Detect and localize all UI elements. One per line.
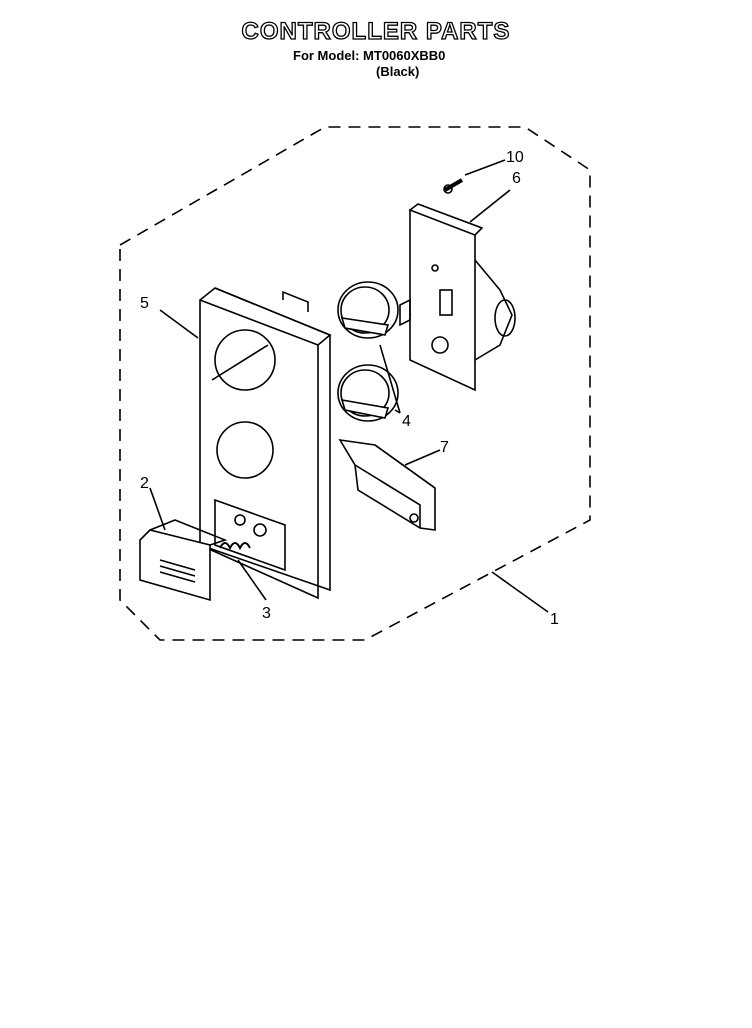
- spring-part: [219, 542, 251, 551]
- callout-4: 4: [402, 413, 411, 430]
- callout-3: 3: [262, 605, 271, 622]
- knob-part: [337, 364, 399, 422]
- callout-10: 10: [506, 149, 524, 166]
- callout-2: 2: [140, 475, 149, 492]
- page-title: CONTROLLER PARTS: [241, 17, 511, 45]
- callout-7: 7: [440, 439, 449, 456]
- callout-5: 5: [140, 295, 149, 312]
- knob-part: [337, 281, 399, 339]
- bracket-part: [338, 438, 436, 531]
- leader-lines: [149, 159, 549, 613]
- model-line: For Model: MT0060XBB0: [293, 48, 446, 63]
- assembly-boundary: [119, 126, 591, 641]
- screw-part: [443, 178, 464, 194]
- color-line: (Black): [376, 64, 420, 79]
- control-panel-part: [199, 287, 332, 600]
- callout-6: 6: [512, 170, 521, 187]
- circuit-board-part: [399, 203, 516, 392]
- button-part: [139, 519, 228, 602]
- callout-1: 1: [550, 611, 559, 628]
